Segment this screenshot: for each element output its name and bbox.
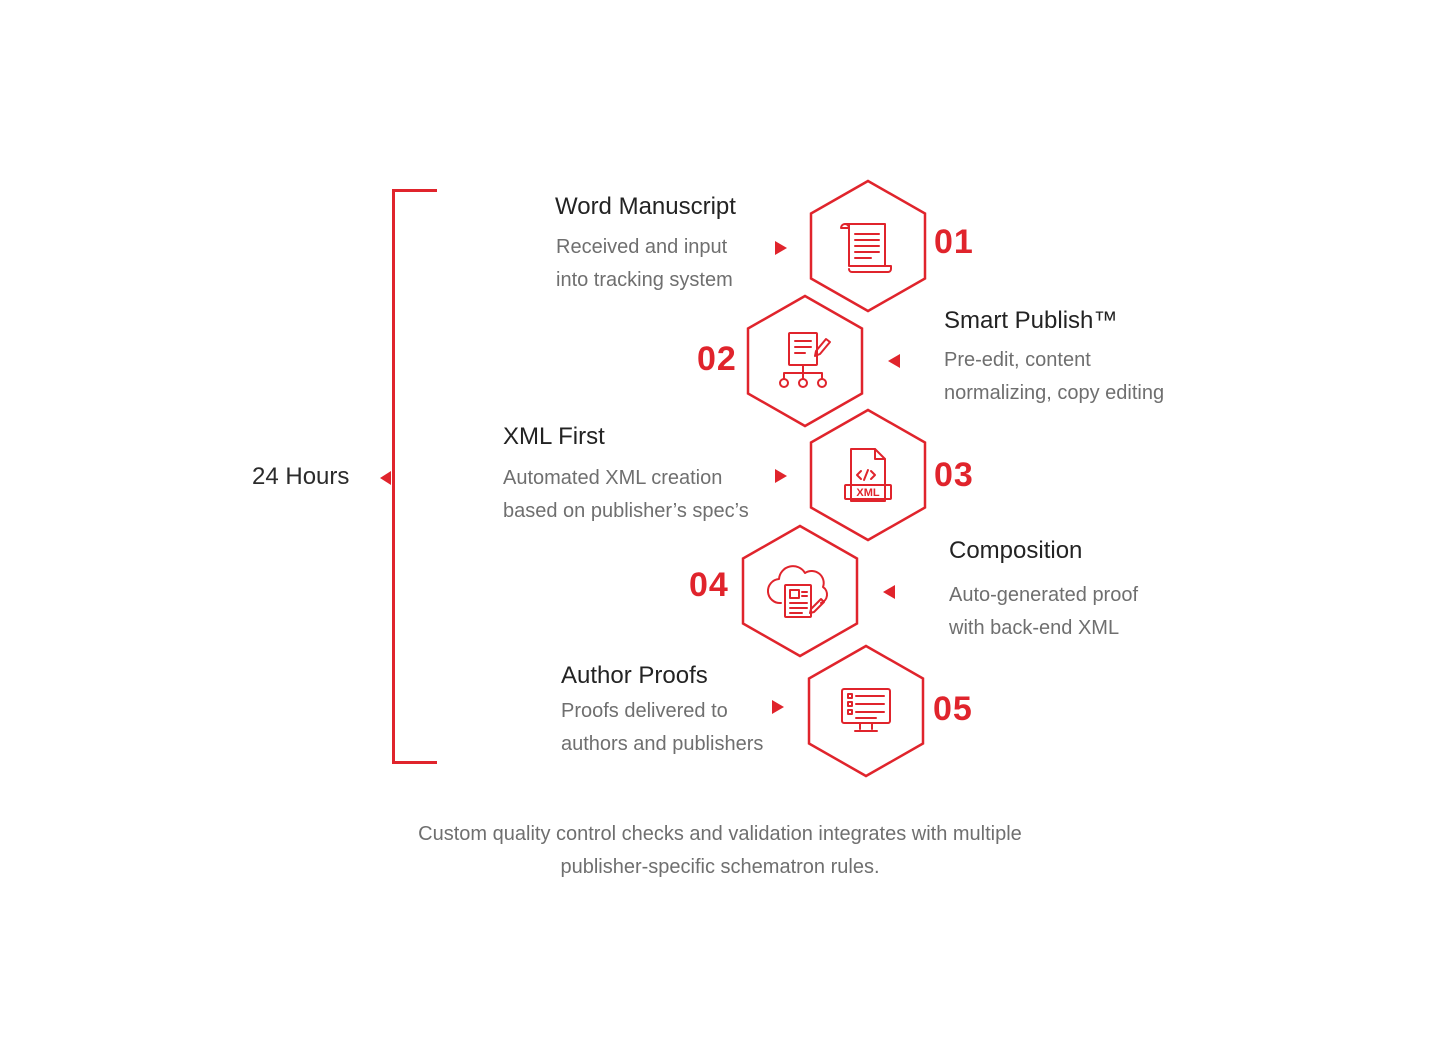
- step-02-title: Smart Publish™: [944, 307, 1118, 334]
- step-05-title: Author Proofs: [561, 662, 708, 689]
- step-03-desc-line1: Automated XML creation: [503, 467, 723, 489]
- step-05-desc-line2: authors and publishers: [561, 733, 764, 755]
- step-05-pointer-icon: [772, 700, 784, 714]
- step-02-hexagon: [746, 294, 864, 428]
- step-04-hexagon: [741, 524, 859, 658]
- step-03-number: 03: [934, 456, 974, 494]
- step-03-hexagon: XML: [809, 408, 927, 542]
- step-05-desc-line1: Proofs delivered to: [561, 700, 728, 722]
- step-05-number: 05: [933, 690, 973, 728]
- step-04-desc-line1: Auto-generated proof: [949, 584, 1139, 606]
- step-01-pointer-icon: [775, 241, 787, 255]
- cloud-document-icon: [767, 565, 828, 618]
- xml-file-icon: XML: [844, 448, 892, 502]
- footer-note: Custom quality control checks and valida…: [320, 818, 1120, 884]
- step-03-desc-line2: based on publisher’s spec’s: [503, 500, 749, 522]
- step-05-hexagon: [807, 644, 925, 778]
- scroll-document-icon: [840, 223, 892, 273]
- step-03-pointer-icon: [775, 469, 787, 483]
- timeframe-label: 24 Hours: [252, 463, 350, 490]
- monitor-checklist-icon: [841, 688, 891, 732]
- step-04-pointer-icon: [883, 585, 895, 599]
- step-01-desc-line1: Received and input: [556, 236, 728, 258]
- step-04-title: Composition: [949, 537, 1083, 564]
- step-02-pointer-icon: [888, 354, 900, 368]
- step-01-number: 01: [934, 223, 974, 261]
- xml-icon-text: XML: [856, 487, 880, 499]
- step-01-hexagon: [809, 179, 927, 313]
- step-04-number: 04: [689, 566, 729, 604]
- document-network-edit-icon: [779, 332, 831, 388]
- step-04-desc-line2: with back-end XML: [949, 617, 1120, 639]
- bracket-pointer-icon: [380, 471, 391, 485]
- footer-line1: Custom quality control checks and valida…: [418, 823, 1022, 845]
- timeline-bracket: [392, 189, 437, 764]
- footer-line2: publisher-specific schematron rules.: [560, 856, 880, 878]
- step-03-title: XML First: [503, 423, 605, 450]
- step-02-desc-line2: normalizing, copy editing: [944, 382, 1165, 404]
- step-01-desc-line2: into tracking system: [556, 269, 733, 291]
- step-01-title: Word Manuscript: [555, 193, 736, 220]
- step-02-desc-line1: Pre-edit, content: [944, 349, 1091, 371]
- step-02-number: 02: [697, 340, 737, 378]
